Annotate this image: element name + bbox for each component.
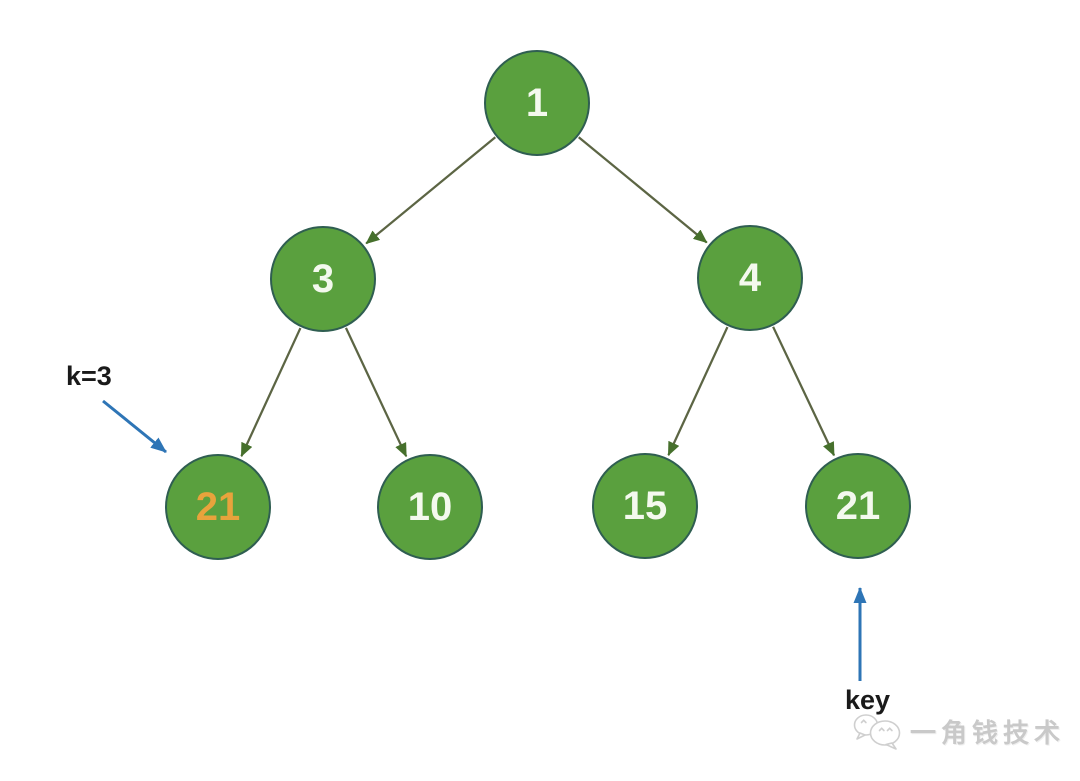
annotation-key-label: key (845, 685, 891, 715)
tree-node-n21R: 21 (805, 453, 911, 559)
chat-bubbles-logo-icon (853, 714, 901, 750)
tree-node-n1: 1 (484, 50, 590, 156)
tree-edge-n4-n15 (667, 326, 729, 457)
tree-node-n10: 10 (377, 454, 483, 560)
annotation-k3-label: k=3 (66, 361, 112, 391)
tree-edge-n4-n21R (772, 326, 836, 457)
tree-edge-n1-n4 (578, 136, 708, 244)
watermark-text: 一角钱技术 (910, 717, 1066, 748)
tree-node-n21L: 21 (165, 454, 271, 560)
tree-node-value: 21 (195, 485, 241, 529)
tree-edge-n3-n10 (344, 327, 408, 458)
annotation-k3-arrow (102, 399, 167, 454)
tree-node-value: 15 (622, 484, 668, 528)
tree-node-value: 10 (407, 485, 453, 529)
tree-node-n4: 4 (697, 225, 803, 331)
watermark: 一角钱技术 (852, 710, 1065, 752)
tree-node-value: 3 (311, 257, 335, 301)
tree-node-n3: 3 (270, 226, 376, 332)
tree-edge-n1-n3 (365, 136, 497, 245)
tree-node-n15: 15 (592, 453, 698, 559)
tree-node-value: 21 (835, 484, 881, 528)
tree-node-value: 1 (525, 81, 549, 125)
tree-edge-n3-n21L (240, 327, 302, 458)
tree-node-value: 4 (738, 256, 762, 300)
